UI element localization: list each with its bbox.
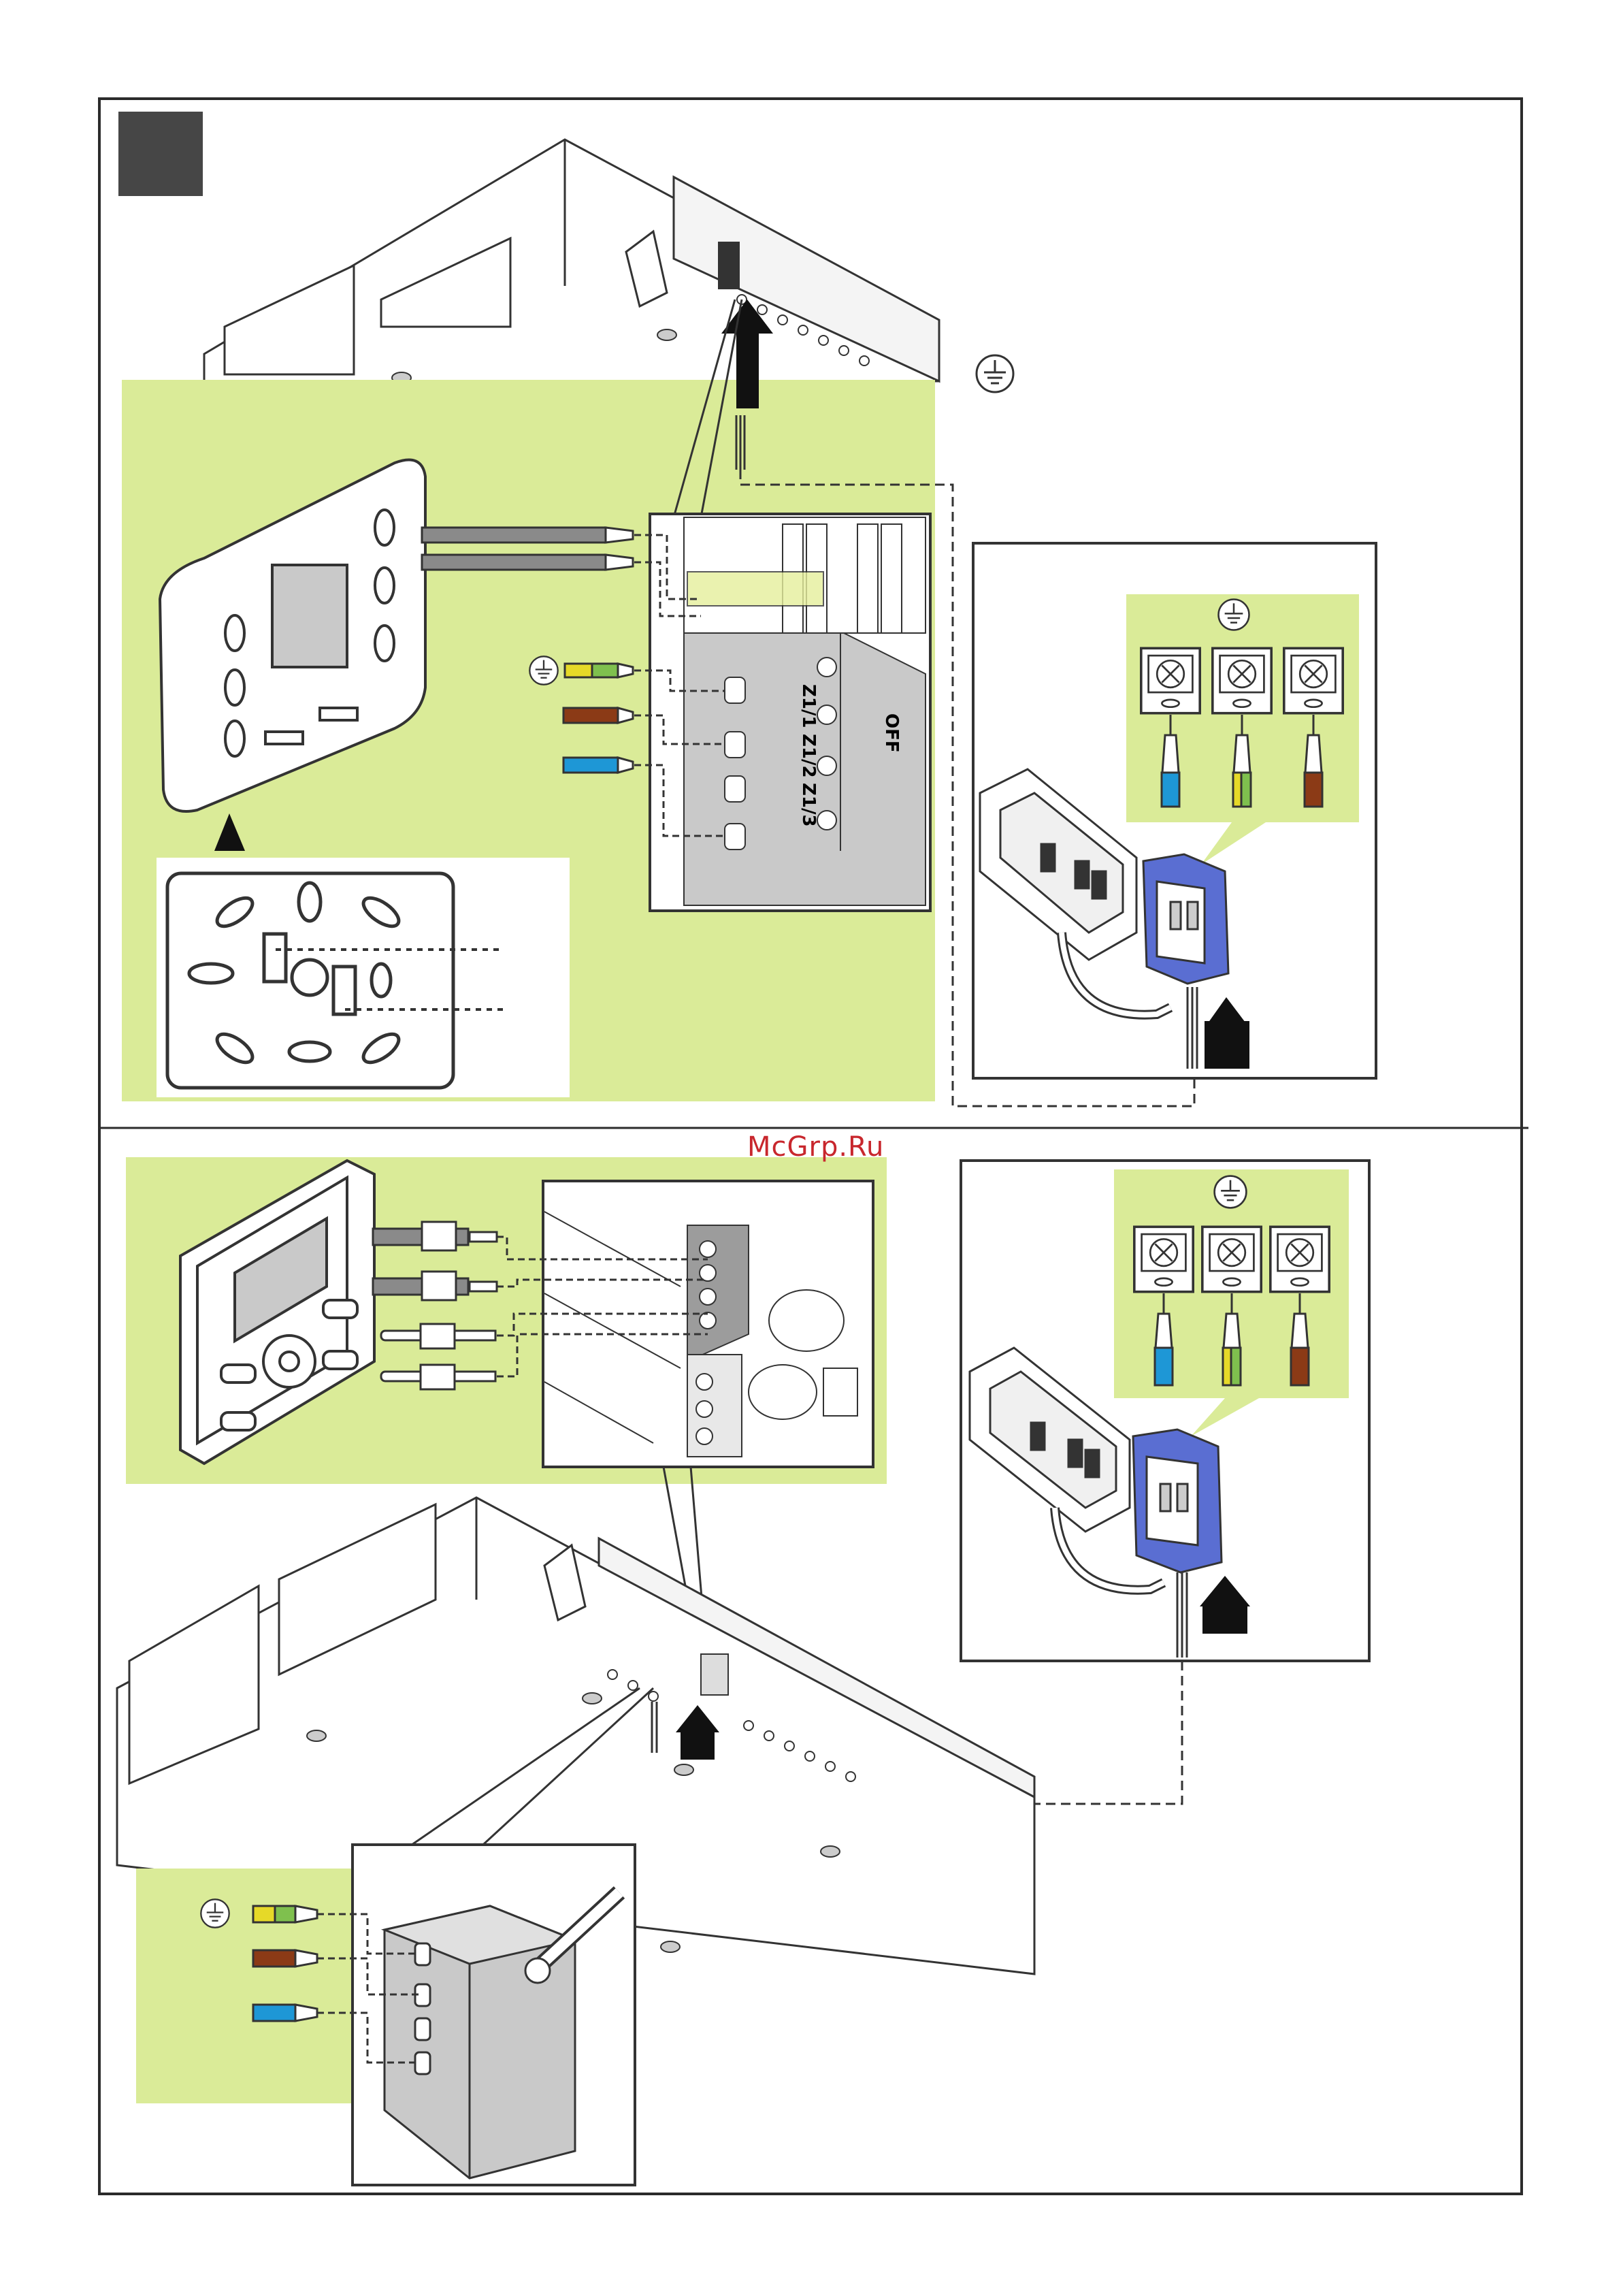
terminal-label-z1-3: Z1/3 <box>798 783 819 827</box>
breaker-box-bottom <box>1133 1429 1222 1572</box>
ground-symbol-icon <box>1219 600 1249 630</box>
ground-symbol-icon <box>529 656 557 684</box>
watermark-text: McGrp.Ru <box>747 1131 884 1163</box>
ground-symbol-icon <box>201 1899 229 1927</box>
screw-terminal <box>1141 648 1200 713</box>
screw-terminal <box>1213 648 1271 713</box>
breaker-box-top <box>1143 854 1228 984</box>
ground-symbol-icon <box>977 355 1013 392</box>
ground-symbol-icon <box>1215 1176 1247 1208</box>
switch-label-off: OFF <box>881 713 902 753</box>
terminal-label-z1-1: Z1/1 <box>798 684 819 728</box>
terminal-block-unit <box>701 1654 728 1695</box>
step-badge <box>118 112 203 196</box>
screw-terminal <box>1284 648 1343 713</box>
green-panel-bottom-left <box>136 1869 354 2103</box>
terminal-label-z1-2: Z1/2 <box>798 734 819 778</box>
screw-terminal <box>1271 1227 1329 1291</box>
cable-gland <box>718 242 740 289</box>
screw-terminal <box>1202 1227 1261 1291</box>
back-plate <box>167 873 453 1088</box>
screw-terminal <box>1134 1227 1193 1291</box>
unit-top-drawing <box>204 140 939 381</box>
